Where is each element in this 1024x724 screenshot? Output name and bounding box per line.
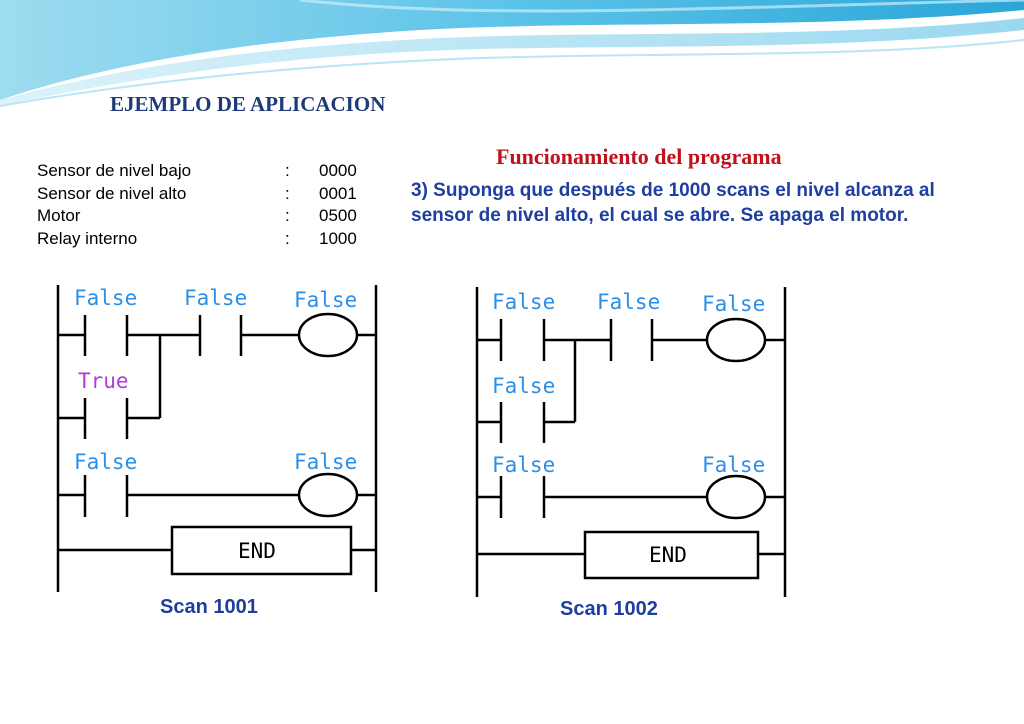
io-address-table: Sensor de nivel bajo : 0000 Sensor de ni… [37, 160, 379, 250]
status-coil-relay: False [702, 292, 765, 316]
status-contact-seal: False [492, 374, 555, 398]
io-row: Relay interno : 1000 [37, 228, 379, 251]
caption-scan-1001: Scan 1001 [160, 596, 258, 618]
io-label: Motor [37, 206, 81, 225]
io-label: Sensor de nivel alto [37, 183, 187, 203]
status-contact-seal: True [78, 369, 129, 393]
end-label: END [649, 543, 687, 567]
caption-scan-1002: Scan 1002 [560, 598, 658, 620]
status-contact-relay: False [492, 453, 555, 477]
io-address: 0000 [319, 161, 357, 180]
status-contact-relay: False [74, 450, 137, 474]
slide-title: EJEMPLO DE APLICACION [110, 92, 386, 116]
description-text: 3) Suponga que después de 1000 scans el … [411, 180, 935, 226]
ladder-diagram-scan-1002: False False False False False False END [474, 282, 790, 600]
coil-relay-circle [297, 312, 359, 358]
ladder-diagram-scan-1001: False False False True False False END [55, 280, 380, 595]
status-coil-relay: False [294, 288, 357, 312]
header-wave-decoration [0, 0, 1024, 107]
status-coil-motor: False [294, 450, 357, 474]
section-title: Funcionamiento del programa [496, 144, 782, 169]
io-row: Sensor de nivel bajo : 0000 [37, 160, 379, 183]
io-separator: : [285, 206, 290, 225]
io-address: 1000 [319, 228, 357, 248]
coil-motor-circle [705, 474, 767, 520]
end-label: END [238, 539, 276, 563]
ladder-diagram-svg: False False False True False False END [56, 285, 378, 592]
io-separator: : [285, 183, 290, 203]
io-row: Sensor de nivel alto : 0001 [37, 183, 379, 206]
io-separator: : [285, 228, 290, 248]
coil-relay-circle [705, 317, 767, 363]
status-contact-low: False [492, 290, 555, 314]
status-contact-high: False [597, 290, 660, 314]
io-address: 0001 [319, 183, 357, 203]
io-label: Sensor de nivel bajo [37, 161, 192, 180]
status-coil-motor: False [702, 453, 765, 477]
io-address: 0500 [319, 206, 357, 225]
status-contact-low: False [74, 286, 137, 310]
io-row: Motor : 0500 [37, 205, 379, 228]
coil-motor-circle [297, 472, 359, 518]
io-separator: : [285, 161, 290, 180]
ladder-diagram-svg: False False False False False False END [475, 287, 787, 597]
status-contact-high: False [184, 286, 247, 310]
io-label: Relay interno [37, 228, 138, 248]
